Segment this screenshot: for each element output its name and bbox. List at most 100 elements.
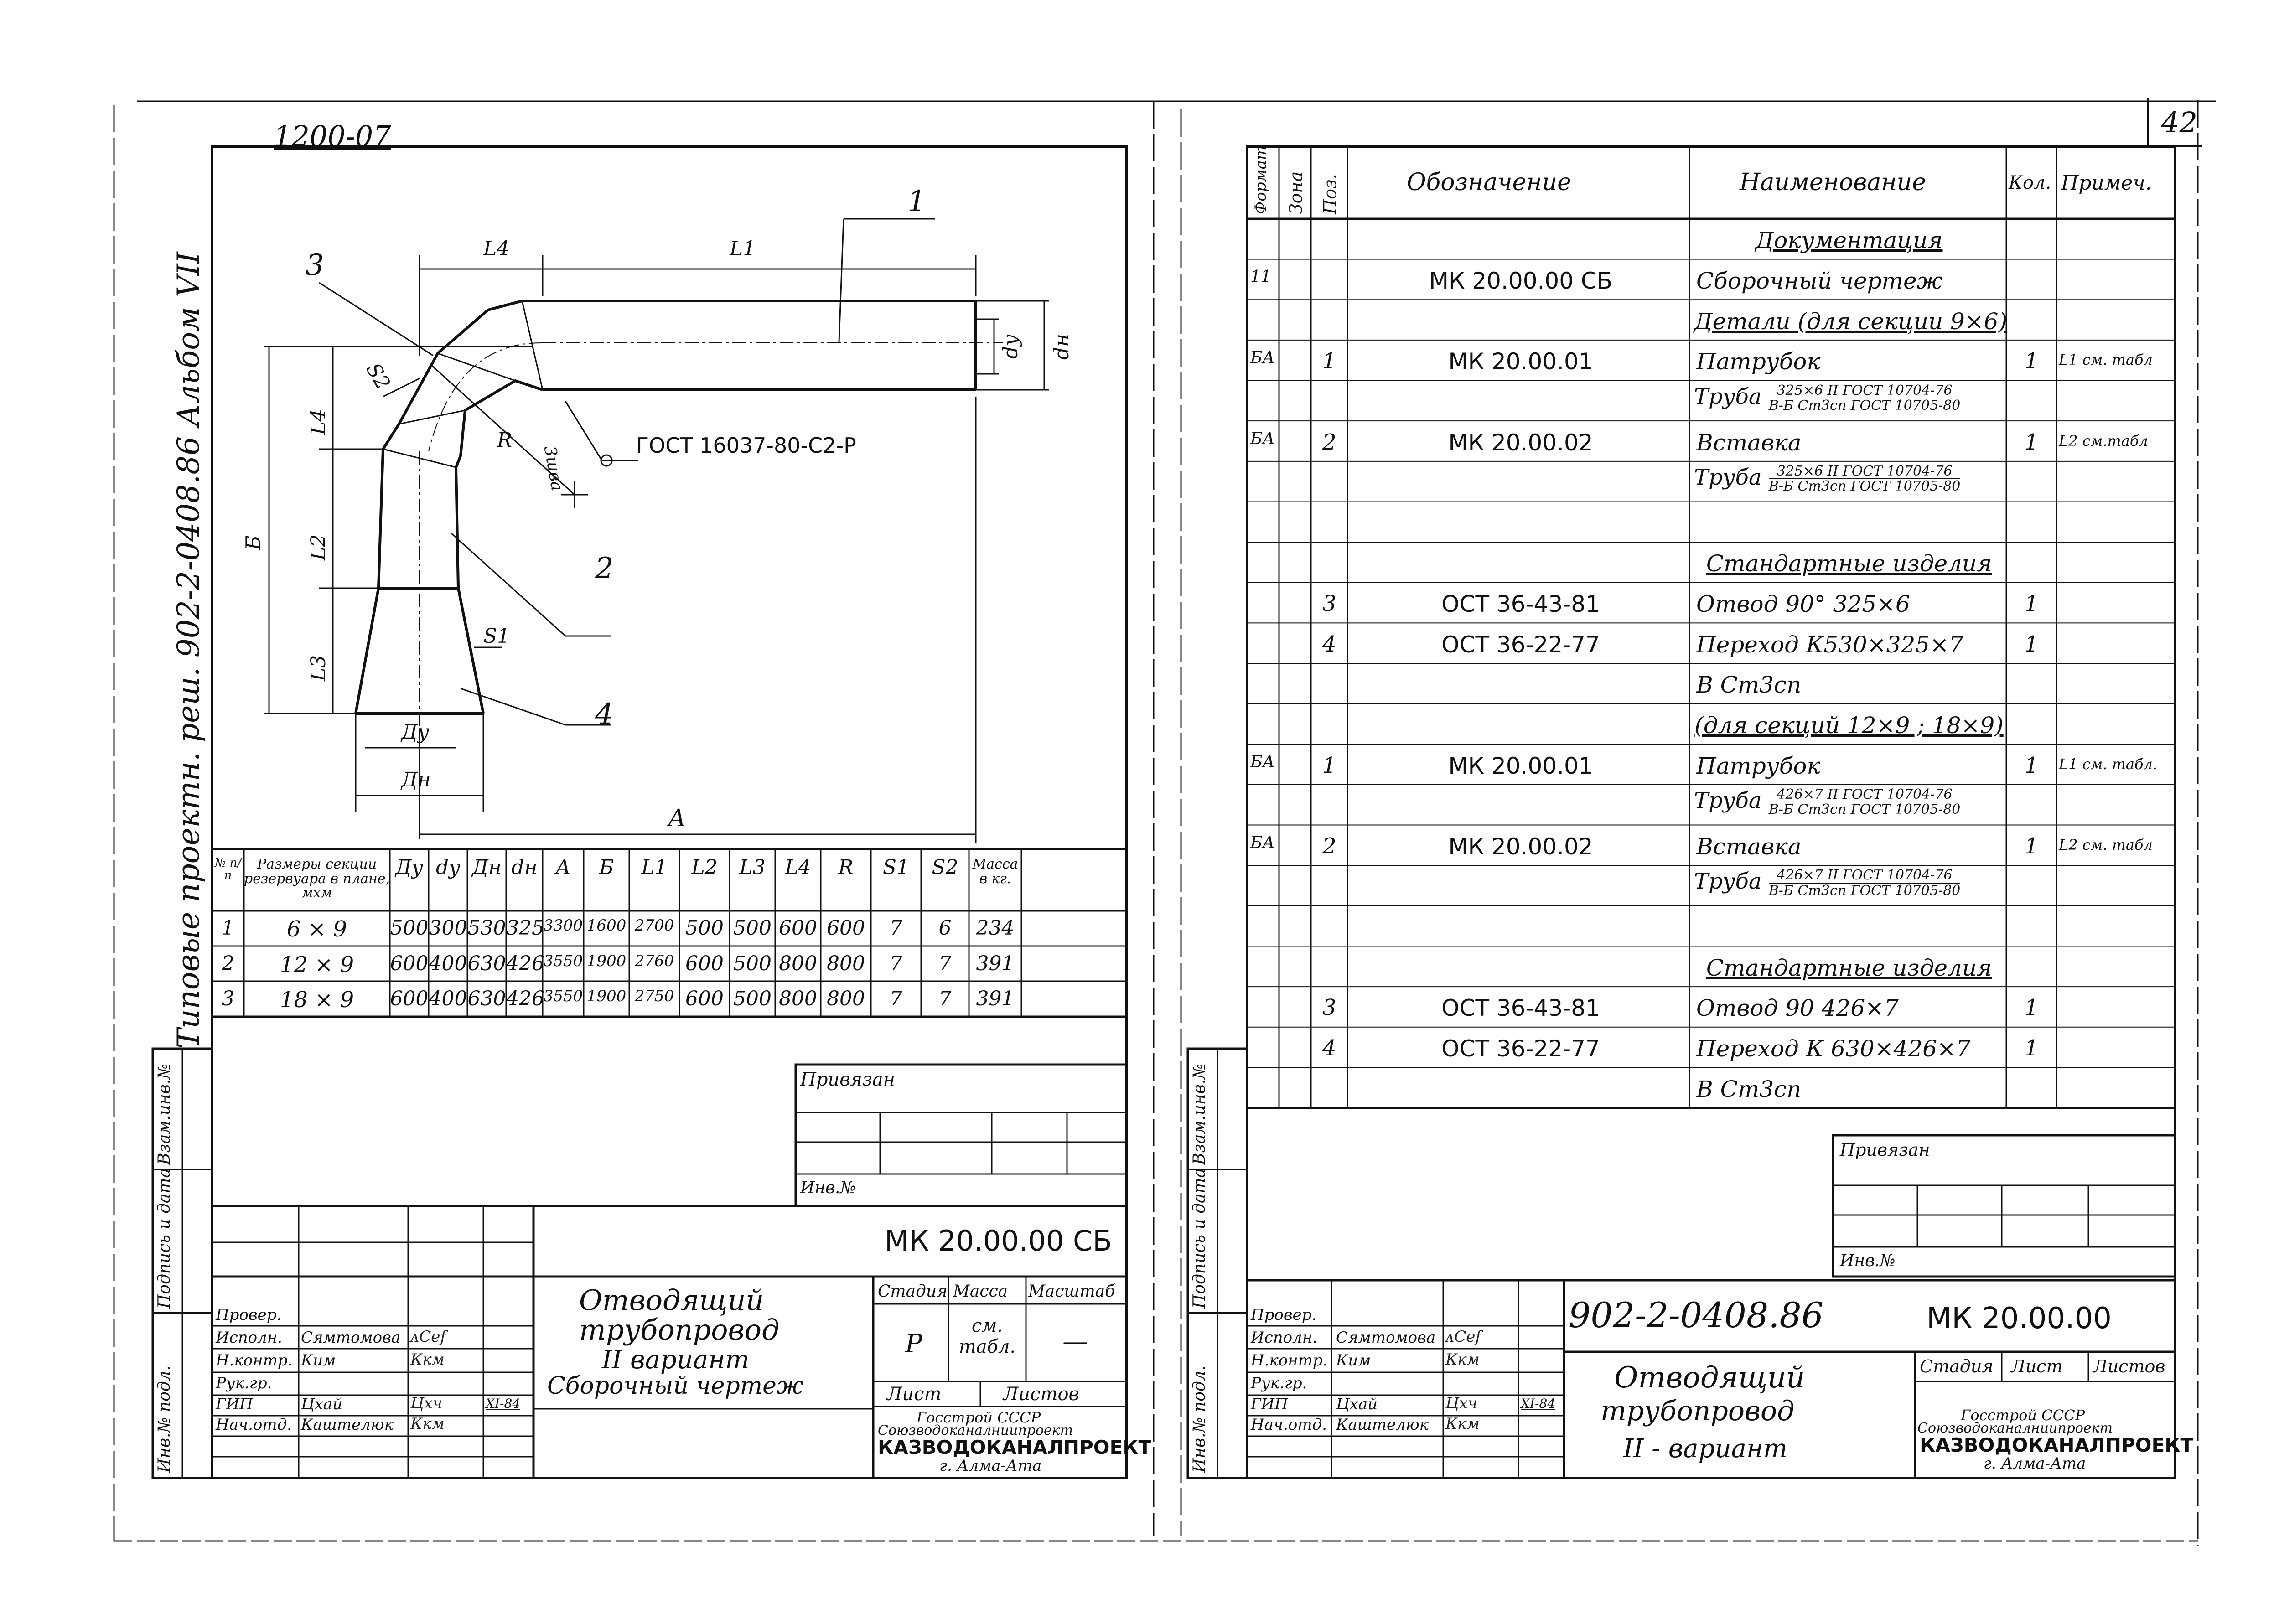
dim-table-cell: 600	[779, 916, 817, 940]
spec-pipe-denominator: В-Б Ст3сп ГОСТ 10705-80	[1768, 398, 1961, 414]
dim-table-cell: 6	[938, 916, 952, 940]
spec-header-oboz: Обозначение	[1407, 169, 1571, 196]
right-inv-no-label: Инв.№	[1840, 1252, 1896, 1270]
title-line-2: трубопровод	[579, 1313, 780, 1346]
dim-table-header: Размеры секции резервуара в плане, мхм	[244, 856, 390, 901]
spec-header-qty: Кол.	[2009, 172, 2051, 193]
spec-pipe-label: Труба	[1694, 383, 1769, 409]
spec-name: Отвод 90 426×7	[1696, 995, 1899, 1022]
signer-name: Сямтомова	[301, 1329, 401, 1347]
dim-table-cell: 2	[222, 952, 234, 975]
inv-no-label: Инв.№	[800, 1179, 856, 1197]
signer-signature: Цхч	[410, 1394, 442, 1412]
signer-role: Исполн.	[1251, 1329, 1317, 1347]
dim-Dn: Дн	[401, 768, 431, 791]
signer-date: XI-84	[486, 1396, 521, 1411]
spec-pipe-numerator: 325×6 II ГОСТ 10704-76	[1768, 464, 1961, 480]
spec-pipe-denominator: В-Б Ст3сп ГОСТ 10705-80	[1768, 882, 1961, 899]
right-org-line-2: Союзводоканалниипроект	[1917, 1420, 2113, 1436]
signer-signature: ᴧСеf	[1445, 1328, 1481, 1346]
dim-table-cell: 800	[827, 987, 865, 1010]
stadia-value: Р	[905, 1329, 922, 1359]
side-stamp-inv: Инв.№ подл.	[155, 1365, 174, 1473]
signer-signature: Ккм	[410, 1350, 445, 1369]
spec-qty: 1	[2025, 631, 2039, 657]
org-line-1: Госстрой СССР	[917, 1409, 1041, 1426]
dim-L2: L2	[307, 534, 331, 561]
right-org-line-4: г. Алма-Ата	[1984, 1454, 2086, 1473]
dim-table-cell: 600	[685, 987, 724, 1010]
dim-table-header: Дн	[472, 856, 502, 879]
signer-role: Рук.гр.	[216, 1374, 272, 1392]
spec-format: БА	[1250, 429, 1275, 448]
spec-pos: 4	[1322, 631, 1336, 657]
spec-section-heading: Детали (для секции 9×6)	[1694, 308, 2008, 335]
signer-signature: Ккм	[1445, 1350, 1480, 1369]
org-line-3: КАЗВОДОКАНАЛПРОЕКТ	[878, 1436, 1152, 1458]
spec-section-heading: Документация	[1755, 227, 1943, 254]
dim-dn: dн	[1050, 333, 1074, 360]
dim-table-cell: 325	[506, 916, 544, 940]
signer-role: ГИП	[216, 1395, 253, 1413]
dim-table-cell: 500	[390, 916, 429, 940]
spec-pipe-label: Труба	[1694, 464, 1769, 490]
dim-table-header: Б	[599, 856, 614, 879]
spec-qty: 1	[2025, 591, 2039, 617]
spec-pipe-label: Труба	[1694, 869, 1769, 895]
dim-table-header: S1	[882, 856, 910, 879]
listov-label: Листов	[1003, 1384, 1079, 1405]
right-title-line-1: Отводящий	[1614, 1361, 1805, 1395]
dim-table-cell: 234	[976, 916, 1015, 940]
album-side-title: Типовые проектн. реш. 902-2-0408.86 Альб…	[171, 252, 206, 1049]
signer-signature: Ккм	[1445, 1415, 1480, 1433]
signer-role: ГИП	[1251, 1395, 1288, 1413]
signer-role: Н.контр.	[1251, 1351, 1328, 1370]
signer-role: Провер.	[216, 1306, 282, 1324]
signer-role: Рук.гр.	[1251, 1374, 1307, 1392]
signer-name: Каштелюк	[1336, 1416, 1429, 1434]
signer-name: Каштелюк	[301, 1416, 394, 1434]
signer-signature: Цхч	[1445, 1394, 1477, 1412]
dim-L4-top: L4	[483, 237, 510, 260]
spec-name: Патрубок	[1696, 348, 1821, 375]
dim-table-header: Масса в кг.	[972, 856, 1018, 887]
dim-table-cell: 500	[733, 952, 772, 975]
signer-role: Нач.отд.	[1251, 1416, 1327, 1434]
spec-qty: 1	[2025, 348, 2039, 374]
spec-oboz: МК 20.00.02	[1448, 429, 1593, 456]
spec-pipe-denominator: В-Б Ст3сп ГОСТ 10705-80	[1768, 478, 1961, 495]
dim-table-cell: 7	[938, 952, 952, 975]
spec-format: БА	[1250, 752, 1275, 771]
dim-table-cell: 12 × 9	[280, 952, 354, 978]
dim-R: R	[497, 429, 513, 452]
privyazan-label: Привязан	[800, 1069, 896, 1090]
dim-table-cell: 500	[733, 987, 772, 1010]
album-code: 902-2-0408.86	[1569, 1295, 1824, 1335]
signer-role: Исполн.	[216, 1329, 282, 1347]
spec-oboz: ОСТ 36-22-77	[1441, 631, 1600, 658]
dim-table-cell: 3300	[543, 916, 583, 935]
spec-section-heading: Стандартные изделия	[1706, 550, 1992, 577]
dim-table-cell: 400	[429, 952, 467, 975]
spec-section-heading: (для секций 12×9 ; 18×9)	[1694, 712, 2004, 739]
dim-table-cell: 630	[467, 987, 506, 1010]
masshtab-label: Масштаб	[1028, 1282, 1115, 1301]
dim-table-cell: 7	[938, 987, 952, 1010]
signer-name: Сямтомова	[1336, 1329, 1436, 1347]
dim-Dy: Ду	[401, 720, 430, 744]
spec-pipe-numerator: 426×7 II ГОСТ 10704-76	[1768, 868, 1961, 884]
drawing-code: МК 20.00.00 СБ	[885, 1224, 1112, 1257]
dim-table-cell: 426	[506, 987, 544, 1010]
spec-pos: 2	[1322, 833, 1336, 859]
spec-oboz: МК 20.00.01	[1448, 752, 1593, 779]
dim-table-cell: 3	[222, 987, 234, 1010]
dim-L3: L3	[307, 655, 331, 682]
right-drawing-code: МК 20.00.00	[1927, 1302, 2112, 1335]
right-org-line-1: Госстрой СССР	[1961, 1407, 2085, 1424]
spec-oboz: ОСТ 36-43-81	[1441, 591, 1600, 618]
dim-B: Б	[242, 535, 265, 550]
spec-oboz: МК 20.00.01	[1448, 348, 1593, 375]
